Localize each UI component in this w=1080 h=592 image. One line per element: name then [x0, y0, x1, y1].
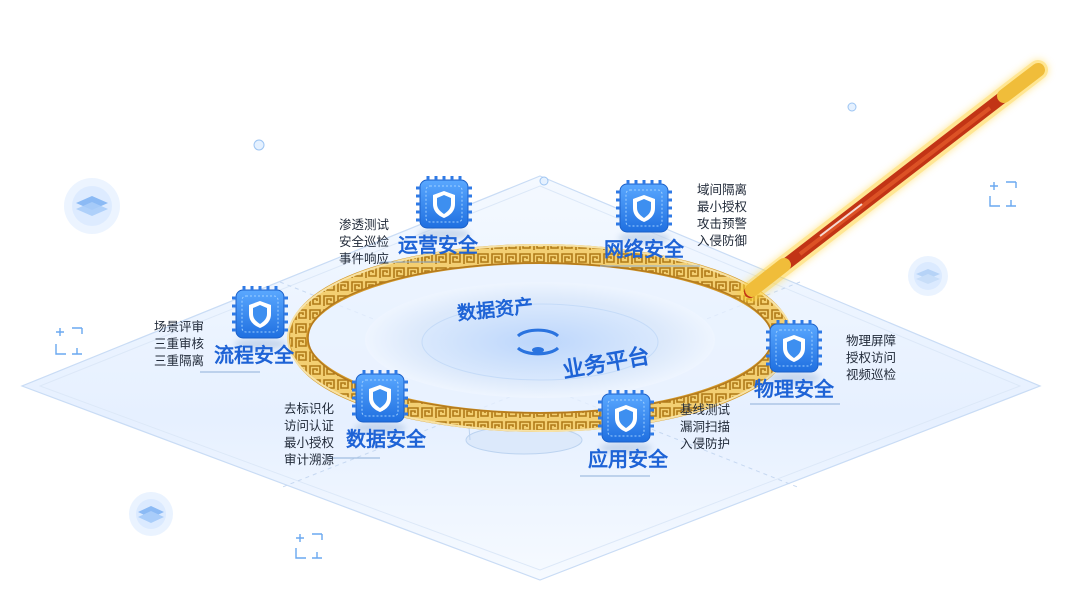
- node-item: 入侵防御: [697, 233, 747, 248]
- shield-icon: [352, 370, 408, 423]
- node-shadow: [418, 228, 470, 240]
- platform-guides: [279, 281, 801, 489]
- node-shadow: [354, 422, 406, 434]
- node-shadow: [234, 338, 286, 350]
- light-pins: [253, 102, 857, 228]
- center-core: [308, 256, 772, 455]
- node-item: 最小授权: [284, 435, 335, 450]
- node-item: 物理屏障: [846, 333, 896, 348]
- node-item: 场景评审: [154, 319, 204, 334]
- node-title-physical: 物理安全: [754, 377, 835, 401]
- node-item: 三重审核: [154, 336, 205, 351]
- node-shadow: [618, 232, 670, 244]
- golden-staff: [740, 60, 1048, 302]
- node-item: 漏洞扫描: [680, 419, 730, 434]
- node-title-data: 数据安全: [346, 427, 427, 451]
- node-item: 事件响应: [339, 251, 389, 266]
- shield-icon: [232, 286, 288, 339]
- node-item: 安全巡检: [339, 234, 390, 249]
- node-title-network: 网络安全: [604, 237, 685, 261]
- node-item: 授权访问: [846, 350, 896, 365]
- node-title-ops: 运营安全: [398, 233, 479, 257]
- node-shadow: [600, 442, 652, 454]
- security-nodes: 运营安全渗透测试安全巡检事件响应网络安全域间隔离最小授权攻击预警入侵防御流程安全…: [154, 176, 897, 477]
- layers-icon: [908, 256, 948, 296]
- node-item: 渗透测试: [339, 217, 390, 232]
- shield-icon: [416, 176, 472, 229]
- node-item: 入侵防护: [680, 436, 730, 451]
- node-item: 三重隔离: [154, 353, 204, 368]
- node-item: 视频巡检: [846, 367, 897, 382]
- bracket-decorations: [55, 181, 1017, 559]
- shield-icon: [598, 390, 654, 443]
- node-title-process: 流程安全: [214, 343, 295, 367]
- node-item: 攻击预警: [697, 216, 747, 231]
- platform-base-inner: [38, 185, 1022, 571]
- shield-icon: [766, 320, 822, 373]
- node-item: 域间隔离: [697, 182, 747, 197]
- sync-icon: [516, 328, 560, 356]
- node-title-app: 应用安全: [588, 447, 669, 471]
- node-item: 去标识化: [284, 401, 335, 416]
- node-item: 基线测试: [680, 402, 731, 417]
- shield-icon: [616, 180, 672, 233]
- layers-icon: [64, 178, 120, 234]
- layers-icon: [129, 492, 173, 536]
- node-shadow: [768, 372, 820, 384]
- node-item: 最小授权: [697, 199, 748, 214]
- node-item: 审计溯源: [284, 452, 335, 467]
- node-item: 访问认证: [284, 418, 335, 433]
